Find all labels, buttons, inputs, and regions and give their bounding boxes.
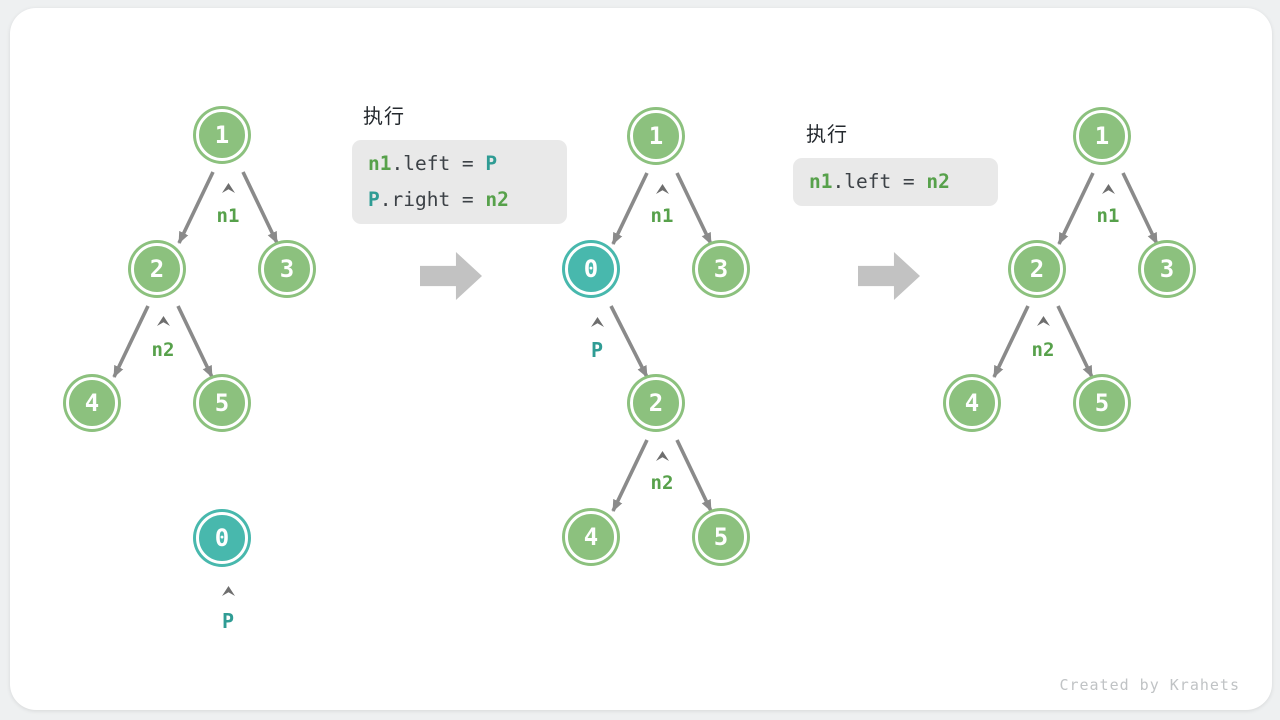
code-token-n1: n1 [809,170,833,193]
code-line: n1.left = n2 [809,164,982,200]
pointer-caret-icon [222,586,235,596]
code-token-p: P [485,152,498,175]
node-mid-4: 4 [565,511,617,563]
pointer-label-n2: n2 [151,339,175,361]
code-token: .left = [391,152,486,175]
pointer-caret-icon [222,183,235,193]
pointer-label-p: P [590,338,604,362]
panel1-title: 执行 [363,104,405,128]
code-line: P.right = n2 [368,182,551,218]
pointer-caret-icon [656,451,669,461]
code-token-n2: n2 [926,170,950,193]
pointer-label-n1: n1 [650,205,674,227]
pointer-caret-icon [1102,184,1115,194]
node-mid-5: 5 [695,511,747,563]
pointer-label-n2: n2 [650,472,674,494]
node-left-1: 1 [196,109,248,161]
node-right-4: 4 [946,377,998,429]
transition-arrow-icon [858,252,920,300]
code-token-n1: n1 [368,152,392,175]
node-right-2: 2 [1011,243,1063,295]
pointer-caret-icon [157,316,170,326]
node-left-4: 4 [66,377,118,429]
code-token: .left = [832,170,927,193]
node-left-p: 0 [196,512,248,564]
code-token-n2: n2 [485,188,509,211]
panel2-code-box: n1.left = n2 [793,158,998,206]
node-left-5: 5 [196,377,248,429]
pointer-label-n1: n1 [216,205,240,227]
pointer-label-p: P [221,609,235,633]
node-left-3: 3 [261,243,313,295]
code-token-p: P [368,188,380,211]
panel1-code-box: n1.left = P P.right = n2 [352,140,567,224]
pointer-label-n2: n2 [1031,339,1055,361]
code-line: n1.left = P [368,146,551,182]
pointer-caret-icon [1037,316,1050,326]
pointer-caret-icon [656,184,669,194]
panel2-title: 执行 [806,122,848,146]
node-mid-3: 3 [695,243,747,295]
code-token: .right = [379,188,486,211]
pointer-label-n1: n1 [1096,205,1120,227]
node-right-3: 3 [1141,243,1193,295]
node-mid-2: 2 [630,377,682,429]
node-right-5: 5 [1076,377,1128,429]
pointer-caret-icon [591,317,604,327]
node-mid-p: 0 [565,243,617,295]
node-right-1: 1 [1076,110,1128,162]
watermark-credit: Created by Krahets [1059,676,1240,694]
node-mid-1: 1 [630,110,682,162]
node-left-2: 2 [131,243,183,295]
transition-arrow-icon [420,252,482,300]
